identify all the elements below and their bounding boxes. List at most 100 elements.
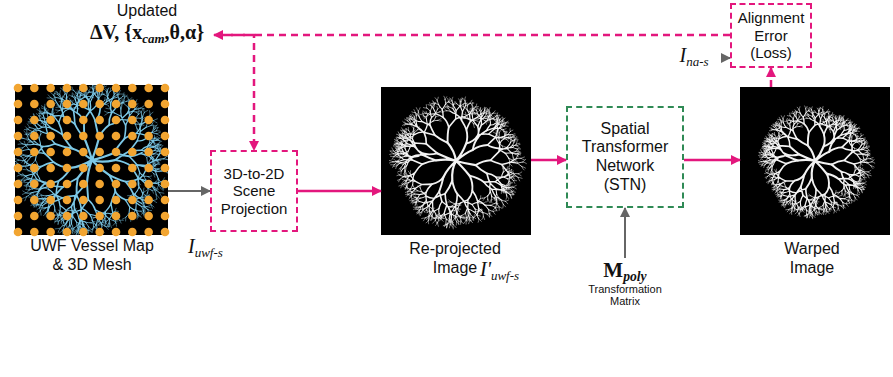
subscript: cam [142,31,164,46]
mesh-vertex [63,180,72,189]
symbol-part: I [679,44,686,66]
symbol-part: I' [480,258,491,280]
mesh-vertex [14,116,23,125]
mesh-vertex [95,228,104,237]
process-box: Spatial Transformer Network (STN) [566,106,684,208]
mesh-vertex [14,164,23,173]
mesh-vertex [128,84,137,93]
image-panel: Warped Image [740,87,890,235]
flow-arrow [684,159,740,162]
parameter-label: UpdatedΔV, {xcam,θ,α} [80,2,214,58]
mesh-vertex [46,196,55,205]
mesh-vertex [14,84,23,93]
mesh-vertex [128,100,137,109]
mesh-vertex [144,212,153,221]
image-panel: UWF Vessel Map & 3D MeshIuwf-s [15,85,168,235]
mesh-vertex [79,164,88,173]
image-caption: UWF Vessel Map & 3D Mesh [26,237,158,274]
vessel-stroke [798,146,832,178]
mesh-vertex [79,148,88,157]
mesh-vertex [14,148,23,157]
mesh-vertex [144,196,153,205]
vessel-stroke [765,113,867,211]
mesh-vertex [79,180,88,189]
mesh-vertex [14,132,23,141]
mesh-vertex [46,116,55,125]
mesh-vertex [144,164,153,173]
subscript: na-s [686,54,708,69]
mesh-vertex [128,196,137,205]
mesh-vertex [79,228,88,237]
mesh-vertex [63,164,72,173]
mesh-vertex [30,180,39,189]
mesh-vertex [128,180,137,189]
subscript: uwf-s [195,245,223,260]
warped-image [740,87,890,235]
mesh-vertex [95,100,104,109]
vessel-stroke [412,117,502,205]
vessel-tree [389,96,526,229]
mesh-vertex [14,100,23,109]
mesh-vertex [63,228,72,237]
mesh-vertex [46,164,55,173]
mesh-vertex [95,212,104,221]
mesh-vertex [161,196,170,205]
vessel-stroke [389,96,526,229]
image-panel: Re-projected ImageI'uwf-s [381,87,531,235]
mesh-vertex [79,100,88,109]
mesh-vertex [30,164,39,173]
vessel-stroke [18,87,168,232]
mesh-vertex [95,116,104,125]
mesh-vertex [161,164,170,173]
mesh-vertex [63,84,72,93]
mesh-vertex [112,116,121,125]
symbol-part: ,θ,α} [165,21,204,43]
mesh-vertex [79,84,88,93]
math-symbol: Ina-s [679,44,708,67]
vessel-tree [15,85,168,235]
mesh-vertex [95,180,104,189]
mesh-vertex [144,228,153,237]
mesh-vertex [95,148,104,157]
vessel-stroke [404,109,511,213]
flow-arrow [214,35,254,150]
flow-arrow [770,68,773,87]
mesh-vertex [46,228,55,237]
mesh-vertex [63,212,72,221]
mesh-vertex [161,180,170,189]
mesh-vertex [95,196,104,205]
mesh-vertex [128,164,137,173]
symbol-part: I [188,235,195,257]
mesh-vertex [46,132,55,141]
symbol-part: M [603,258,623,282]
mesh-vertex [128,116,137,125]
flow-arrow [624,208,626,258]
loss-box: Alignment Error (Loss) [730,3,812,68]
mesh-vertex [144,148,153,157]
mesh-vertex [128,132,137,141]
mesh-vertex [14,196,23,205]
mesh-vertex [112,164,121,173]
flow-arrow [214,34,730,37]
mesh-vertex [63,116,72,125]
mesh-vertex [14,228,23,237]
mesh-vertex [112,180,121,189]
vessel-stroke [23,92,164,227]
mesh-vertex [128,228,137,237]
subscript: uwf-s [491,268,519,283]
mesh-vertex [95,84,104,93]
reprojected-image [381,87,531,235]
math-symbol: ΔV, {xcam,θ,α} [90,21,204,44]
mesh-vertex [161,84,170,93]
vessel-stroke [398,104,518,219]
image-caption: Warped Image [777,240,847,277]
mesh-vertex [128,212,137,221]
mesh-vertex [112,196,121,205]
vessel-stroke [771,117,862,206]
mesh-vertex [144,180,153,189]
mesh-vertex [112,148,121,157]
mesh-vertex [161,100,170,109]
subscript: poly [623,269,647,284]
mesh-vertex [79,132,88,141]
mesh-vertex [46,84,55,93]
